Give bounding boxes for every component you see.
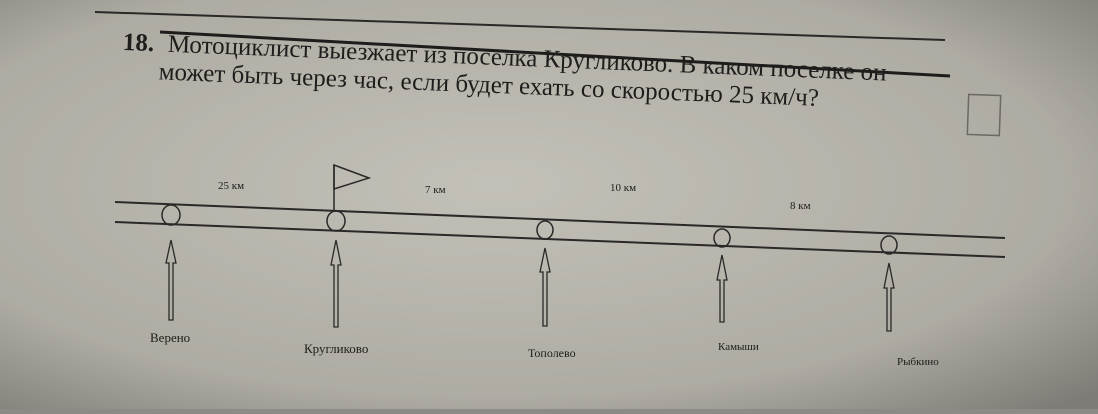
village-label: Кругликово — [304, 341, 368, 356]
village-marker: Тополево — [528, 220, 576, 360]
rule-line-top — [94, 11, 946, 41]
arrow-up-icon — [883, 262, 895, 332]
village-marker: Рыбкино — [880, 235, 939, 368]
road-top-line — [114, 201, 1006, 239]
rule-line-thick — [159, 30, 951, 78]
arrow-up-icon — [716, 254, 728, 323]
village-label: Рыбкино — [897, 356, 939, 368]
village-marker: Верено — [150, 204, 190, 345]
flag-icon — [333, 163, 372, 211]
arrow-up-icon — [165, 239, 177, 321]
answer-box[interactable] — [966, 93, 1002, 137]
arrow-up-icon — [330, 239, 342, 328]
distance-label: 25 км — [218, 180, 244, 192]
village-marker: Камыши — [713, 228, 759, 353]
village-label: Тополево — [528, 346, 576, 360]
village-marker: Кругликово — [304, 210, 368, 356]
village-label: Верено — [150, 330, 190, 345]
road-bottom-line — [114, 221, 1006, 258]
distance-label: 8 км — [790, 200, 811, 212]
distance-label: 10 км — [610, 182, 636, 194]
arrow-up-icon — [539, 247, 551, 327]
distance-label: 7 км — [425, 184, 446, 196]
village-label: Камыши — [718, 341, 759, 353]
problem-number: 18. — [122, 29, 154, 57]
